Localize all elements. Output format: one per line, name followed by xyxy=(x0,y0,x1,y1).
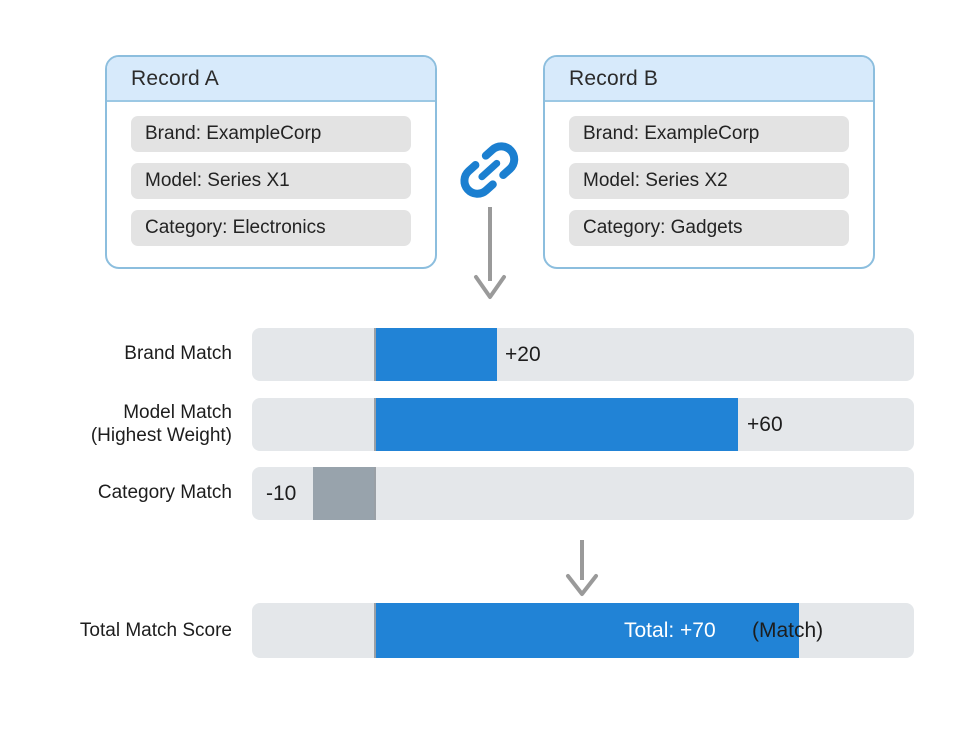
bar-baseline-brand-match xyxy=(374,328,376,381)
record-b-fields: Brand: ExampleCorp Model: Series X2 Cate… xyxy=(545,102,873,246)
bar-fill-total-score xyxy=(375,603,799,658)
record-b-header: Record B xyxy=(545,57,873,102)
bar-track-total-score xyxy=(252,603,914,658)
record-a-field-brand: Brand: ExampleCorp xyxy=(131,116,411,152)
bar-fill-model-match xyxy=(375,398,738,451)
record-b-field-model: Model: Series X2 xyxy=(569,163,849,199)
record-a-title: Record A xyxy=(131,66,219,90)
record-b-field-category: Category: Gadgets xyxy=(569,210,849,246)
record-b-field-brand: Brand: ExampleCorp xyxy=(569,116,849,152)
total-score-verdict: (Match) xyxy=(752,619,824,642)
bar-label-model-match: Model Match (Highest Weight) xyxy=(90,402,232,447)
bar-value-brand-match: +20 xyxy=(505,343,541,366)
bar-value-category-match: -10 xyxy=(266,482,297,505)
chain-link-icon xyxy=(460,142,519,198)
bar-fill-category-match xyxy=(313,467,375,520)
record-card-b: Record B Brand: ExampleCorp Model: Serie… xyxy=(543,55,875,269)
down-arrow-icon xyxy=(474,207,506,299)
record-a-fields: Brand: ExampleCorp Model: Series X1 Cate… xyxy=(107,102,435,246)
record-a-field-category: Category: Electronics xyxy=(131,210,411,246)
bar-value-total-score: Total: +70 xyxy=(624,619,716,642)
bar-track-model-match xyxy=(252,398,914,451)
bar-track-brand-match xyxy=(252,328,914,381)
down-arrow-icon xyxy=(566,540,598,596)
record-a-header: Record A xyxy=(107,57,435,102)
record-card-a: Record A Brand: ExampleCorp Model: Serie… xyxy=(105,55,437,269)
record-a-field-model: Model: Series X1 xyxy=(131,163,411,199)
bar-label-category-match: Category Match xyxy=(97,482,232,503)
bar-baseline-total-score xyxy=(374,603,376,658)
bar-baseline-model-match xyxy=(374,398,376,451)
bar-track-category-match xyxy=(252,467,914,520)
bar-label-total-score: Total Match Score xyxy=(79,620,232,641)
bar-baseline-category-match xyxy=(374,467,376,520)
bar-fill-brand-match xyxy=(375,328,497,381)
bar-label-brand-match: Brand Match xyxy=(124,343,232,364)
bar-value-model-match: +60 xyxy=(747,413,783,436)
record-b-title: Record B xyxy=(569,66,659,90)
